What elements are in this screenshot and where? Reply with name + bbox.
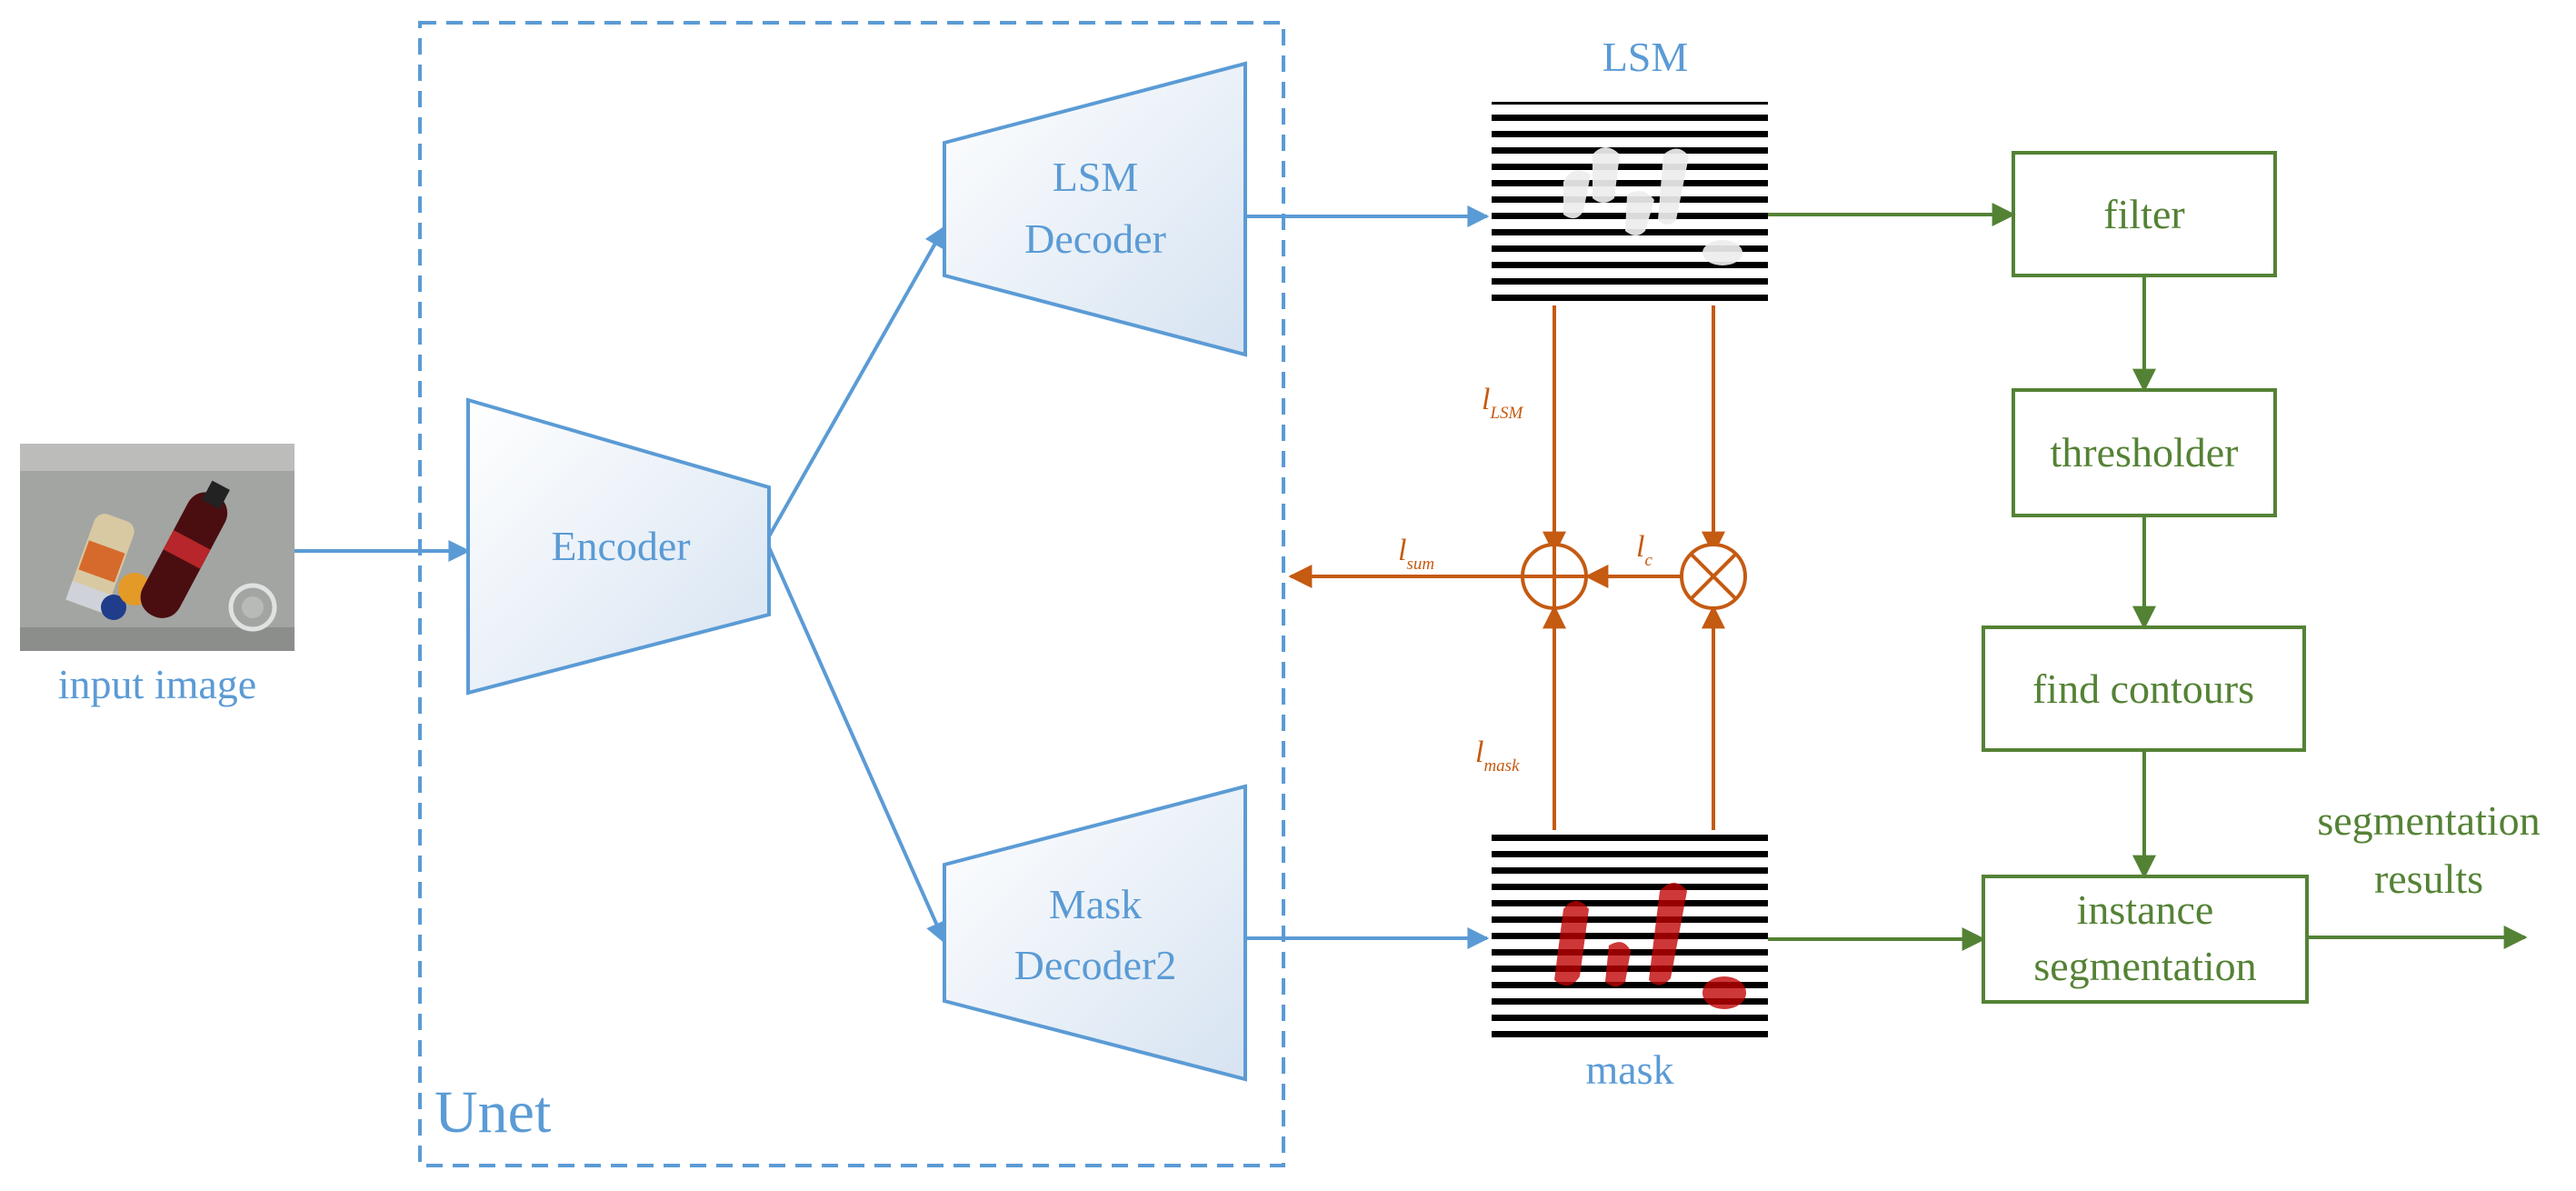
encoder-label: Encoder: [551, 523, 690, 569]
arrow-encoder-to-mask-decoder: [767, 546, 947, 945]
unet-container: [418, 21, 1285, 1167]
mask-decoder-block: [943, 784, 1247, 1082]
find-contours-label: find contours: [2032, 666, 2254, 712]
loss-label-lsm: lLSM: [1482, 383, 1524, 423]
lsm-decoder-label-line1: LSM: [1053, 154, 1139, 200]
instance-segmentation-label-line1: instance: [2077, 886, 2214, 933]
find-contours-box: [1982, 626, 2306, 752]
input-image-label: input image: [58, 661, 256, 707]
lsm-map-label: LSM: [1603, 34, 1689, 80]
thresholder-label: thresholder: [2051, 429, 2239, 475]
loss-label-c: lc: [1636, 530, 1652, 570]
output-label-line2: results: [2374, 856, 2483, 902]
unet-label: Unet: [434, 1079, 551, 1146]
encoder-block: [466, 397, 771, 696]
lsm-decoder-block: [943, 61, 1247, 357]
arrow-encoder-to-lsm-decoder: [767, 225, 946, 537]
output-label-line1: segmentation: [2317, 797, 2540, 844]
loss-label-mask: lmask: [1475, 736, 1520, 776]
lsm-decoder-label-line2: Decoder: [1024, 215, 1166, 262]
sum-node: [1521, 543, 1588, 610]
mask-decoder-label-line2: Decoder2: [1014, 942, 1177, 988]
filter-label: filter: [2103, 191, 2184, 237]
filter-box: [2012, 151, 2277, 277]
lsm-map: [1492, 102, 1768, 304]
mask-map: [1492, 832, 1768, 1039]
mask-map-label: mask: [1585, 1046, 1673, 1093]
instance-segmentation-label-line2: segmentation: [2033, 943, 2256, 989]
mask-decoder-label-line1: Mask: [1049, 881, 1142, 927]
loss-label-sum: lsum: [1398, 534, 1434, 574]
product-node: [1680, 543, 1747, 610]
input-image: [20, 444, 295, 651]
